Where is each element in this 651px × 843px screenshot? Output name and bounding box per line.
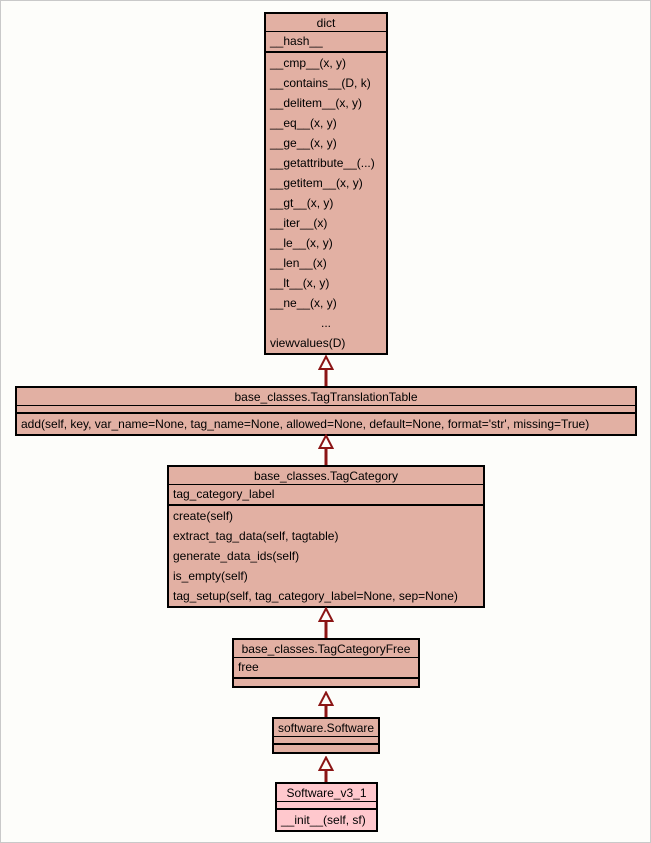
class-box-tagtranslationtable: base_classes.TagTranslationTable add(sel… bbox=[15, 386, 637, 436]
class-title-software: software.Software bbox=[274, 719, 378, 737]
method-row: __init__(self, sf) bbox=[281, 813, 366, 827]
method-row: tag_setup(self, tag_category_label=None,… bbox=[173, 589, 458, 603]
class-attributes-tagcategoryfree: free bbox=[234, 658, 418, 679]
class-title-tagcategoryfree: base_classes.TagCategoryFree bbox=[234, 640, 418, 658]
class-title-tagcategory: base_classes.TagCategory bbox=[169, 467, 483, 485]
method-row: __delitem__(x, y) bbox=[270, 96, 363, 110]
class-methods-tagcategory: create(self) extract_tag_data(self, tagt… bbox=[169, 506, 483, 606]
empty-methods-section bbox=[234, 679, 418, 686]
class-title-tagtranslationtable: base_classes.TagTranslationTable bbox=[17, 388, 635, 406]
method-row: __ne__(x, y) bbox=[270, 296, 337, 310]
class-methods-software-v3-1: __init__(self, sf) bbox=[277, 810, 376, 830]
inheritance-arrow-tagcategory-to-tagtranslationtable bbox=[318, 434, 334, 465]
method-row: add(self, key, var_name=None, tag_name=N… bbox=[21, 417, 590, 431]
method-row: __ge__(x, y) bbox=[270, 136, 337, 150]
class-box-software-v3-1: Software_v3_1 __init__(self, sf) bbox=[275, 782, 378, 832]
method-row: __len__(x) bbox=[270, 256, 327, 270]
class-box-dict: dict __hash__ __cmp__(x, y) __contains__… bbox=[264, 12, 388, 355]
method-row: __iter__(x) bbox=[270, 216, 328, 230]
method-row: extract_tag_data(self, tagtable) bbox=[173, 529, 339, 543]
attribute-row: free bbox=[238, 660, 259, 674]
attribute-row: __hash__ bbox=[270, 34, 323, 48]
method-row: __contains__(D, k) bbox=[270, 76, 371, 90]
inheritance-arrow-software-to-tagcategoryfree bbox=[318, 691, 334, 717]
method-row: __lt__(x, y) bbox=[270, 276, 330, 290]
class-methods-software bbox=[274, 745, 378, 752]
class-attributes-tagcategory: tag_category_label bbox=[169, 485, 483, 506]
method-row: __eq__(x, y) bbox=[270, 116, 337, 130]
method-row: __cmp__(x, y) bbox=[270, 56, 347, 70]
class-title-dict: dict bbox=[266, 14, 386, 32]
class-box-software: software.Software bbox=[272, 717, 380, 754]
inheritance-arrow-tagtranslationtable-to-dict bbox=[318, 355, 334, 386]
class-methods-tagcategoryfree bbox=[234, 679, 418, 686]
class-box-tagcategoryfree: base_classes.TagCategoryFree free bbox=[232, 638, 420, 688]
method-row: generate_data_ids(self) bbox=[173, 549, 300, 563]
method-row: __gt__(x, y) bbox=[270, 196, 334, 210]
empty-methods-section bbox=[274, 745, 378, 752]
empty-attributes-section bbox=[17, 406, 635, 412]
class-attributes-software-v3-1 bbox=[277, 802, 376, 810]
empty-attributes-section bbox=[274, 737, 378, 743]
class-attributes-software bbox=[274, 737, 378, 745]
class-attributes-tagtranslationtable bbox=[17, 406, 635, 414]
class-attributes-dict: __hash__ bbox=[266, 32, 386, 53]
inheritance-arrow-softwarev31-to-software bbox=[318, 756, 334, 782]
inheritance-arrow-tagcategoryfree-to-tagcategory bbox=[318, 607, 334, 638]
method-row-ellipsis: ... bbox=[320, 316, 331, 330]
method-row: __le__(x, y) bbox=[270, 236, 333, 250]
attribute-row: tag_category_label bbox=[173, 487, 275, 501]
empty-attributes-section bbox=[277, 802, 376, 808]
method-row: __getitem__(x, y) bbox=[270, 176, 363, 190]
class-methods-tagtranslationtable: add(self, key, var_name=None, tag_name=N… bbox=[17, 414, 635, 434]
class-box-tagcategory: base_classes.TagCategory tag_category_la… bbox=[167, 465, 485, 608]
class-methods-dict: __cmp__(x, y) __contains__(D, k) __delit… bbox=[266, 53, 386, 353]
class-title-software-v3-1: Software_v3_1 bbox=[277, 784, 376, 802]
method-row: __getattribute__(...) bbox=[270, 156, 375, 170]
method-row: viewvalues(D) bbox=[270, 336, 346, 350]
method-row: create(self) bbox=[173, 509, 234, 523]
method-row: is_empty(self) bbox=[173, 569, 248, 583]
